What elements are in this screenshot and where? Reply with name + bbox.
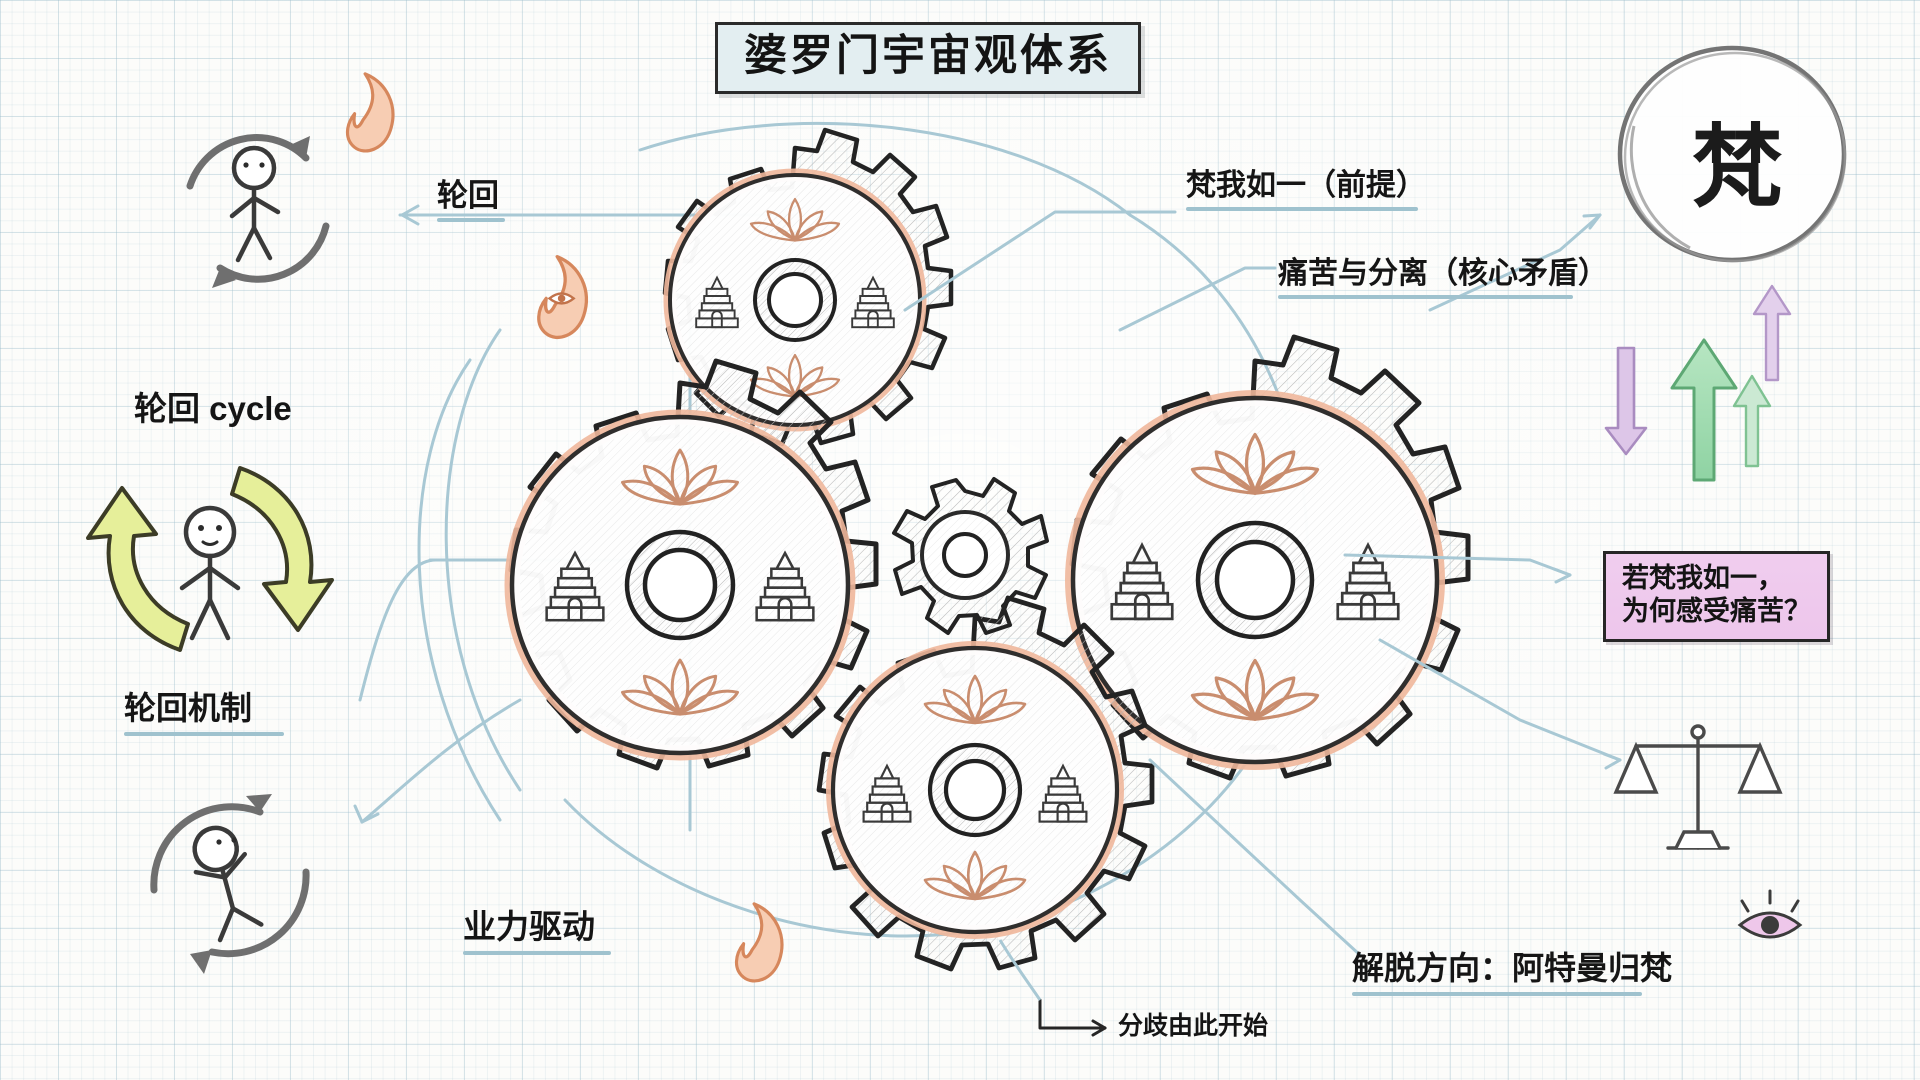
label-samsara-mechanism-text: 轮回机制 (124, 690, 253, 726)
label-brahman-atman-unity: 梵我如一（前提） (1186, 160, 1426, 211)
label-samsara-top-text: 轮回 (437, 178, 499, 213)
brahman-circle: 梵 (1612, 40, 1852, 268)
label-samsara-mechanism: 轮回机制 (124, 683, 284, 736)
gear-right (1065, 334, 1471, 781)
label-karma-drive: 业力驱动 (463, 900, 611, 955)
stick-figure-icon (179, 505, 241, 641)
label-brahman-atman-unity-text: 梵我如一（前提） (1186, 169, 1426, 202)
balance-scale-icon (1613, 724, 1783, 850)
label-underline (1352, 992, 1642, 996)
question-note-line1: 若梵我如一， (1622, 563, 1784, 593)
flame-icon (345, 72, 395, 153)
label-divergence-start-text: 分歧由此开始 (1118, 1012, 1269, 1040)
label-liberation-direction-text: 解脱方向：阿特曼归梵 (1352, 950, 1673, 986)
label-liberation-direction: 解脱方向：阿特曼归梵 (1352, 943, 1672, 996)
page-title-text: 婆罗门宇宙观体系 (744, 32, 1112, 80)
label-underline (463, 951, 611, 955)
flame-icon (734, 902, 784, 983)
label-samsara-cycle: 轮回 cycle (134, 382, 292, 430)
gear-bottom (816, 595, 1155, 972)
label-underline (1186, 207, 1418, 211)
brahman-glyph: 梵 (1692, 118, 1782, 218)
flame-eye-icon (537, 254, 588, 339)
label-samsara-top: 轮回 (437, 170, 505, 222)
question-note-line2: 为何感受痛苦？ (1622, 596, 1811, 627)
page-title: 婆罗门宇宙观体系 (715, 22, 1141, 95)
label-divergence-start: 分歧由此开始 (1118, 1006, 1268, 1042)
label-suffering-separation-text: 痛苦与分离（核心矛盾） (1278, 257, 1608, 290)
label-karma-drive-text: 业力驱动 (463, 908, 595, 945)
question-note: 若梵我如一， 为何感受痛苦？ (1603, 551, 1830, 642)
label-underline (124, 732, 284, 736)
label-underline (1278, 295, 1573, 299)
stick-figure-icon (192, 825, 264, 943)
label-underline (437, 218, 505, 222)
label-suffering-separation: 痛苦与分离（核心矛盾） (1278, 248, 1608, 299)
label-samsara-cycle-text: 轮回 cycle (134, 390, 292, 427)
gear-center (892, 477, 1049, 635)
stick-figure-icon (229, 145, 281, 263)
brahman-circle-sketch (1617, 45, 1847, 263)
eye-icon (1737, 889, 1803, 939)
gear-left (504, 358, 879, 771)
